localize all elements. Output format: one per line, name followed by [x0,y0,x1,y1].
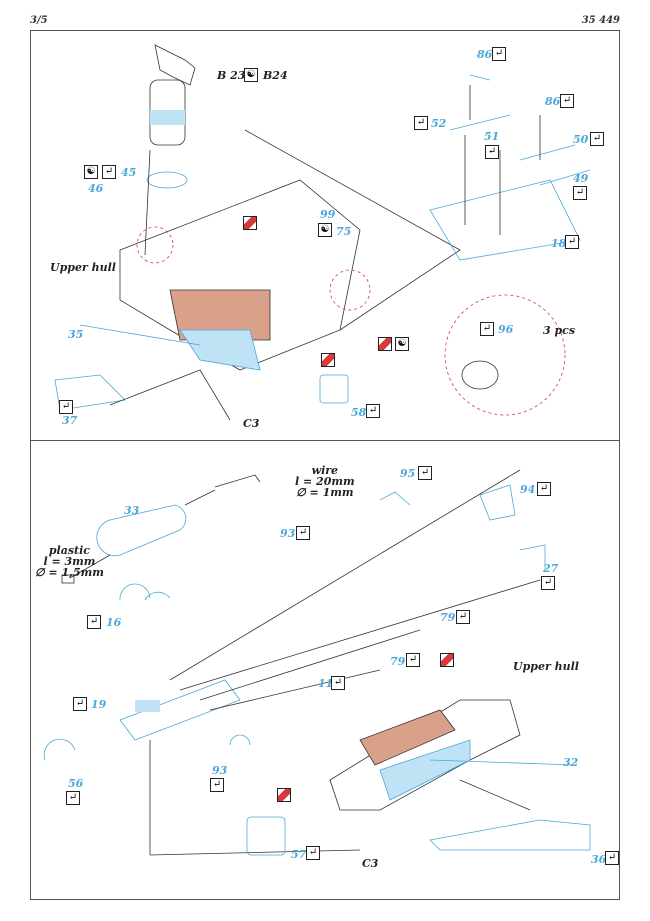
wire-diameter: ∅ = 1mm [296,486,354,499]
bend-icon: ↵ [406,653,420,667]
wire-title: wire [311,464,339,477]
bend-icon: ↵ [102,165,116,179]
wire-spec: wire l = 20mm ∅ = 1mm [295,465,355,498]
part-label-58: 58 [351,406,367,419]
part-label-c3: C3 [362,857,379,870]
part-label-32: 32 [563,756,579,769]
plastic-title: plastic [48,544,91,557]
canister-assembly-drawing [43,469,546,856]
bend-icon: ↵ [485,145,499,159]
bend-icon: ↵ [306,846,320,860]
part-label-95: 95 [400,467,416,480]
paint-icon [321,353,335,367]
part-label-93: 93 [280,527,296,540]
part-label-11: 11 [318,677,334,690]
yinyang-icon: ☯ [395,337,409,351]
part-label-35: 35 [68,328,84,341]
paint-icon [243,216,257,230]
part-label-86: 86 [477,48,493,61]
part-label-16: 16 [106,616,122,629]
upper-hull-label: Upper hull [50,261,116,274]
part-label-51: 51 [484,130,500,143]
part-label-57: 57 [291,848,307,861]
wire-length: l = 20mm [295,475,355,488]
bend-icon: ↵ [492,47,506,61]
bend-icon: ↵ [210,778,224,792]
bend-icon: ↵ [73,697,87,711]
detail-circle [444,294,566,416]
part-label-50: 50 [573,133,589,146]
upper-hull-drawing [54,129,461,421]
paint-icon [440,653,454,667]
part-label-27: 27 [543,562,559,575]
part-label-19: 19 [91,698,107,711]
part-label-79: 79 [440,611,456,624]
bend-icon: ↵ [331,676,345,690]
part-label-96: 96 [498,323,514,336]
bend-icon: ↵ [541,576,555,590]
instruction-frame [30,30,620,900]
kit-number: 35 449 [581,15,620,26]
bend-icon: ↵ [366,404,380,418]
bend-icon: ↵ [418,466,432,480]
part-label-b24: B24 [263,69,288,82]
detail-ring [461,360,499,390]
part-label-49: 49 [573,172,589,185]
bend-icon: ↵ [87,615,101,629]
part-label-56: 56 [68,777,84,790]
bend-icon: ↵ [590,132,604,146]
plastic-spec: plastic l = 3mm ∅ = 1,5mm [35,545,104,578]
bracket-tray-drawing [429,74,591,261]
part-label-36: 36 [591,853,607,866]
plastic-length: l = 3mm [43,555,96,568]
upper-hull-label: Upper hull [513,660,579,673]
bend-icon: ↵ [456,610,470,624]
yinyang-icon: ☯ [244,68,258,82]
bend-icon: ↵ [59,400,73,414]
yinyang-icon: ☯ [318,223,332,237]
quantity-label: 3 pcs [543,324,576,337]
part-label-86: 86 [545,95,561,108]
step-divider [30,440,620,441]
yinyang-icon: ☯ [84,165,98,179]
bend-icon: ↵ [66,791,80,805]
part-label-c3: C3 [243,417,260,430]
paint-icon [277,788,291,802]
part-label-93: 93 [212,764,228,777]
lower-upper-hull-drawing [246,699,591,856]
page-number: 3/5 [30,15,48,26]
part-label-79: 79 [390,655,406,668]
part-label-b23: B 23 [217,69,246,82]
part-label-18: 18 [551,237,567,250]
bend-icon: ↵ [573,186,587,200]
part-label-52: 52 [431,117,447,130]
bend-icon: ↵ [560,94,574,108]
bend-icon: ↵ [414,116,428,130]
fuel-canister-drawing [144,44,196,256]
part-label-75: 75 [336,225,352,238]
bend-icon: ↵ [565,235,579,249]
part-label-33: 33 [124,504,140,517]
bend-icon: ↵ [605,851,619,865]
part-label-46: 46 [88,182,104,195]
part-label-45: 45 [121,166,137,179]
paint-icon [378,337,392,351]
bend-icon: ↵ [537,482,551,496]
bend-icon: ↵ [296,526,310,540]
bend-icon: ↵ [480,322,494,336]
part-label-99: 99 [320,208,336,221]
plastic-diameter: ∅ = 1,5mm [35,566,104,579]
part-label-37: 37 [62,414,78,427]
part-label-94: 94 [520,483,536,496]
